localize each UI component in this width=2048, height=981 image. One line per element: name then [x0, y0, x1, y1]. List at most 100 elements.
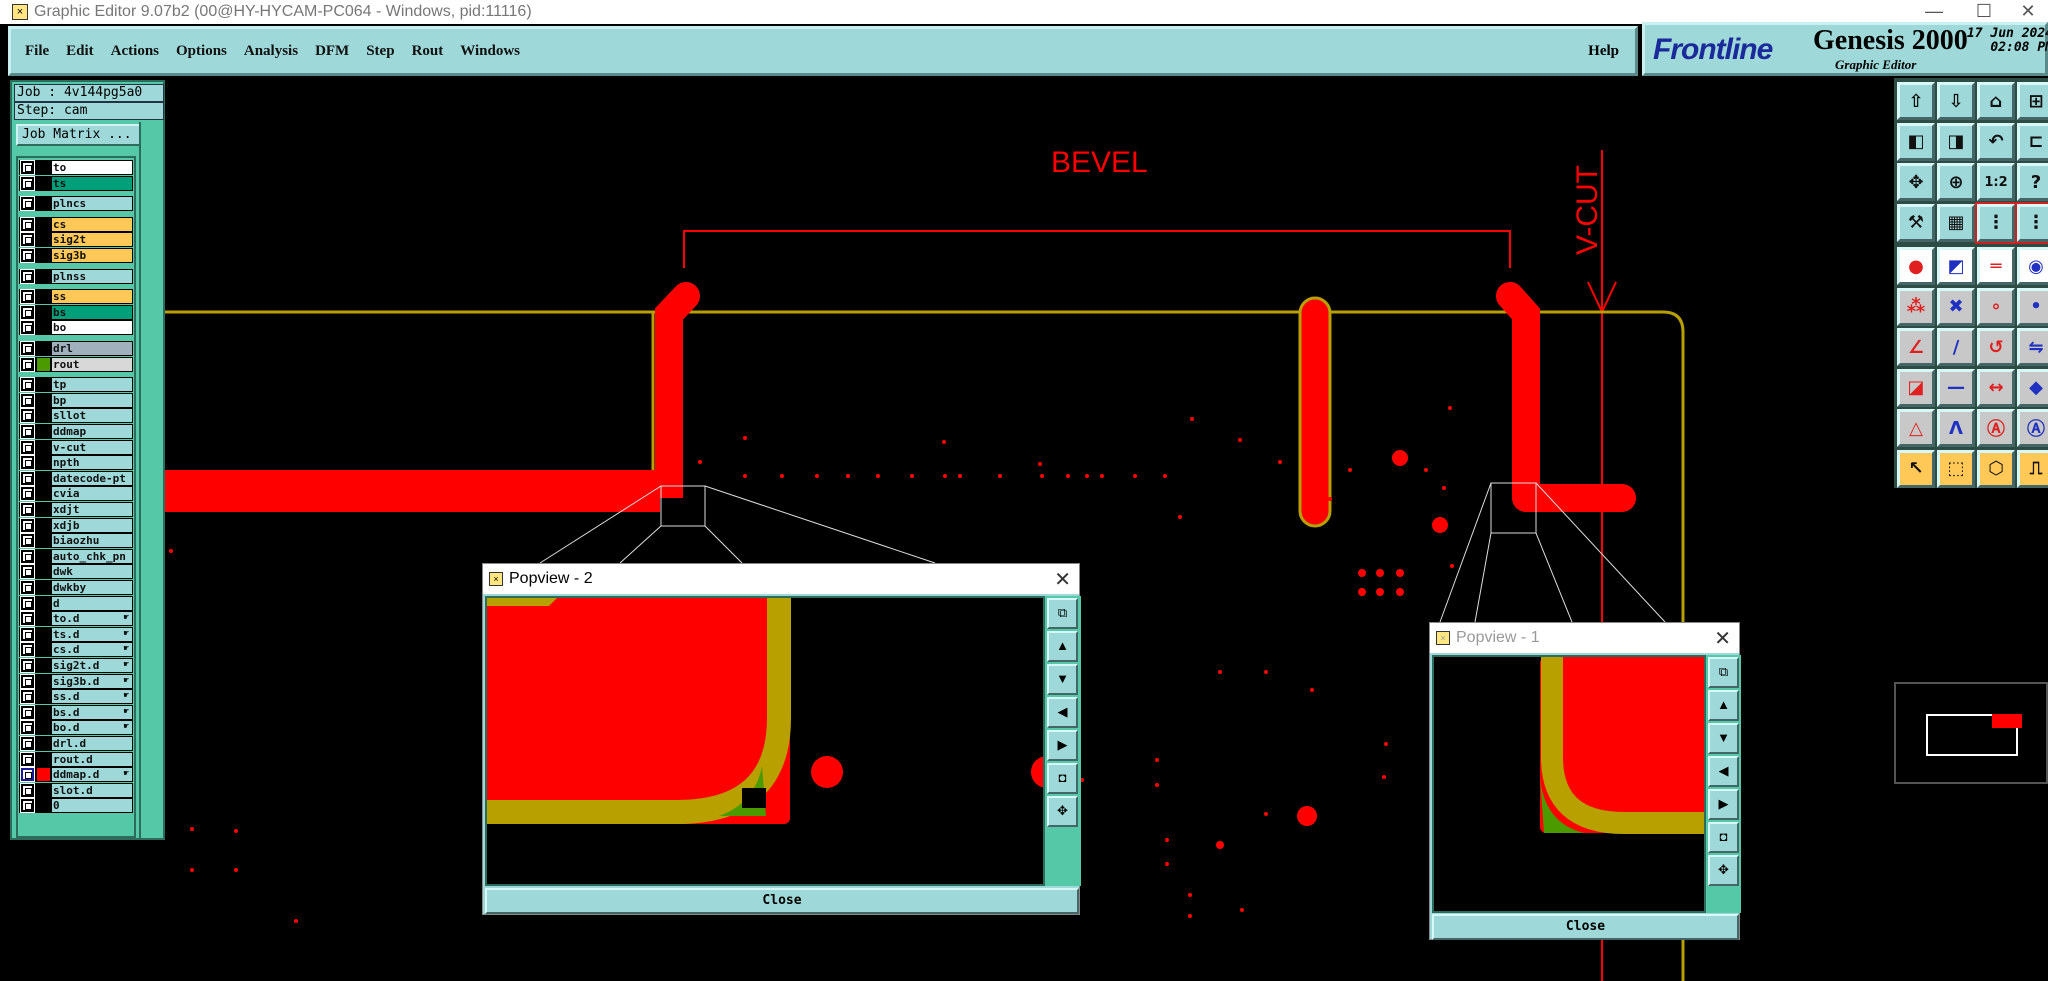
- menu-file[interactable]: File: [25, 42, 50, 59]
- scale-1-2-icon[interactable]: 1:2: [1977, 163, 2015, 201]
- layer-row-sllot[interactable]: sllot: [19, 408, 133, 424]
- menu-analysis[interactable]: Analysis: [243, 42, 299, 59]
- layer-row-dwkby[interactable]: dwkby: [19, 580, 133, 595]
- ruler-icon[interactable]: ═: [1977, 247, 2015, 285]
- layer-row-rout.d[interactable]: rout.d: [19, 751, 133, 767]
- arc-icon[interactable]: ↺: [1977, 328, 2015, 366]
- layer-row-plncs[interactable]: plncs: [19, 196, 133, 212]
- layer-checkbox[interactable]: [20, 548, 35, 564]
- layer-row-xdjt[interactable]: xdjt: [19, 502, 133, 517]
- menu-actions[interactable]: Actions: [110, 42, 160, 59]
- layer-row-drl.d[interactable]: drl.d: [19, 736, 133, 751]
- layer-label[interactable]: auto_chk_pn: [52, 549, 132, 563]
- layer-row-cs[interactable]: cs: [19, 216, 133, 232]
- layer-row-sig2t[interactable]: sig2t: [19, 232, 133, 248]
- connect-nodes-icon[interactable]: ⁂: [1897, 287, 1935, 326]
- triangle-icon[interactable]: △: [1897, 409, 1935, 447]
- layer-row-ss.d[interactable]: ss.d☛: [19, 689, 133, 705]
- layer-checkbox[interactable]: [20, 517, 35, 533]
- layer-row-cvia[interactable]: cvia: [19, 486, 133, 502]
- layer-label[interactable]: drl.d: [52, 737, 132, 750]
- layer-label[interactable]: dwkby: [52, 581, 132, 594]
- select-box-icon[interactable]: ⬚: [1937, 449, 1975, 488]
- layer-checkbox[interactable]: [20, 767, 35, 783]
- arch-cross-icon[interactable]: Ⓐ: [2017, 409, 2048, 447]
- layer-label[interactable]: bs: [52, 305, 132, 319]
- layer-row-slot.d[interactable]: slot.d: [19, 782, 133, 798]
- mirror-icon[interactable]: ⇋: [2017, 328, 2048, 366]
- layer-label[interactable]: bs.d☛: [52, 705, 132, 719]
- popview-pan-right-icon[interactable]: ▶: [1708, 789, 1739, 820]
- layer-label[interactable]: ss: [52, 290, 132, 304]
- layer-row-dwk[interactable]: dwk: [19, 564, 133, 580]
- popview-pan-up-icon[interactable]: ▲: [1047, 631, 1078, 662]
- layer-row-sig3b[interactable]: sig3b: [19, 248, 133, 263]
- layer-label[interactable]: npth: [52, 456, 132, 470]
- layer-checkbox[interactable]: [20, 704, 35, 720]
- popview-pan-up-icon[interactable]: ▲: [1708, 690, 1739, 721]
- layer-row-sig2t.d[interactable]: sig2t.d☛: [19, 658, 133, 673]
- menu-edit[interactable]: Edit: [66, 42, 94, 59]
- layer-label[interactable]: drl: [52, 342, 132, 355]
- add-node-icon[interactable]: •: [2017, 287, 2048, 326]
- minimize-button[interactable]: —: [1925, 1, 1943, 21]
- layer-row-v-cut[interactable]: v-cut: [19, 439, 133, 455]
- popview-1-canvas[interactable]: [1432, 655, 1706, 913]
- layer-row-bo[interactable]: bo: [19, 320, 133, 336]
- layer-checkbox[interactable]: [20, 392, 35, 408]
- tools-palette-icon[interactable]: ⚒: [1897, 203, 1935, 242]
- layer-label[interactable]: dwk: [52, 565, 132, 579]
- layer-row-bo.d[interactable]: bo.d☛: [19, 720, 133, 736]
- layer-row-bp[interactable]: bp: [19, 392, 133, 408]
- popview-zoom-in-icon[interactable]: ✥: [1047, 796, 1078, 827]
- angle-icon[interactable]: Λ: [1937, 409, 1975, 447]
- menu-dfm[interactable]: DFM: [315, 42, 350, 59]
- layer-checkbox[interactable]: [20, 289, 35, 305]
- overview-minimap[interactable]: [1894, 682, 2048, 784]
- layer-checkbox[interactable]: [20, 216, 35, 232]
- layer-row-ss[interactable]: ss: [19, 289, 133, 305]
- grid-icon[interactable]: ▦: [1937, 203, 1975, 242]
- layer-checkbox[interactable]: [20, 673, 35, 689]
- shapes-icon[interactable]: ◆: [2017, 368, 2048, 407]
- popview-1-close-button[interactable]: Close: [1432, 914, 1739, 940]
- layer-checkbox[interactable]: [20, 626, 35, 642]
- layer-label[interactable]: ss.d☛: [52, 690, 132, 704]
- layer-label[interactable]: cs.d☛: [52, 643, 132, 657]
- layer-label[interactable]: sig2t.d☛: [52, 659, 132, 672]
- layer-checkbox[interactable]: [20, 424, 35, 439]
- layer-row-ddmap.d[interactable]: ddmap.d☛: [19, 767, 133, 783]
- layer-checkbox[interactable]: [20, 377, 35, 393]
- layer-label[interactable]: bp: [52, 393, 132, 407]
- layer-checkbox[interactable]: [20, 595, 35, 611]
- layer-label[interactable]: plnss: [52, 269, 132, 283]
- layer-row-plnss[interactable]: plnss: [19, 268, 133, 284]
- layer-label[interactable]: rout: [52, 357, 132, 371]
- popview-pan-left-icon[interactable]: ◀: [1047, 697, 1078, 728]
- menu-options[interactable]: Options: [176, 42, 227, 59]
- layer-label[interactable]: to: [52, 161, 132, 174]
- layer-label[interactable]: cs: [52, 217, 132, 231]
- pan-left-icon[interactable]: ◧: [1897, 122, 1935, 161]
- layer-label[interactable]: bo.d☛: [52, 721, 132, 735]
- snap-icon[interactable]: ⊏: [2017, 122, 2048, 161]
- pan-up-icon[interactable]: ⇧: [1897, 82, 1935, 120]
- layer-checkbox[interactable]: [20, 356, 35, 372]
- layer-checkbox[interactable]: [20, 580, 35, 595]
- menu-step[interactable]: Step: [366, 42, 395, 59]
- layer-checkbox[interactable]: [20, 268, 35, 284]
- join-line-icon[interactable]: —: [1937, 368, 1975, 407]
- layer-checkbox[interactable]: [20, 304, 35, 320]
- layer-row-0[interactable]: 0: [19, 798, 133, 814]
- window-select-icon[interactable]: ◩: [1937, 247, 1975, 285]
- layer-label[interactable]: ddmap.d☛: [52, 768, 132, 782]
- layer-connect-alt-icon[interactable]: ⋮: [2015, 201, 2048, 244]
- layer-checkbox[interactable]: [20, 642, 35, 658]
- draw-line-icon[interactable]: ∠: [1897, 328, 1935, 366]
- popview-zoom-out-icon[interactable]: ◘: [1047, 763, 1078, 794]
- layer-checkbox[interactable]: [20, 470, 35, 486]
- layer-checkbox[interactable]: [20, 689, 35, 705]
- layer-row-bs[interactable]: bs: [19, 304, 133, 320]
- layer-checkbox[interactable]: [20, 341, 35, 356]
- layer-checkbox[interactable]: [20, 533, 35, 549]
